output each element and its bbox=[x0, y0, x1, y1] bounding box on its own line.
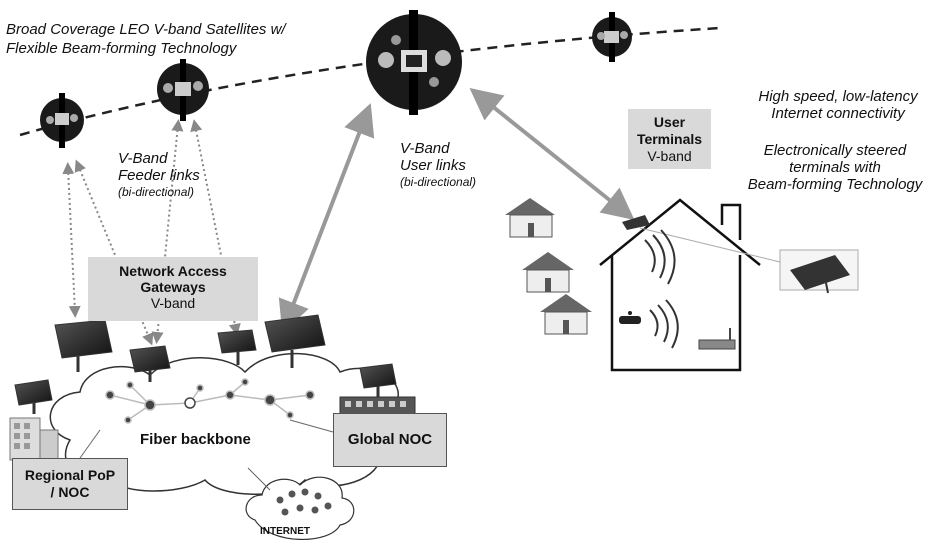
ground-station-icon-2 bbox=[129, 345, 171, 382]
regional-pop-box: Regional PoP / NOC bbox=[12, 458, 128, 510]
title-line-1: Broad Coverage LEO V-band Satellites w/ bbox=[6, 21, 286, 38]
satellite-icon-1 bbox=[40, 93, 84, 148]
connectivity-line-2: Internet connectivity bbox=[771, 105, 905, 122]
user-links-line-1: V-Band bbox=[400, 140, 450, 157]
nag-line-2: Gateways bbox=[140, 279, 206, 295]
global-noc-box: Global NOC bbox=[333, 413, 447, 467]
user-links-line-2: User links bbox=[400, 157, 466, 174]
feeder-line-3: (bi-directional) bbox=[118, 185, 195, 199]
roof-terminal-icon bbox=[622, 215, 781, 263]
network-mesh bbox=[105, 378, 315, 424]
gateways-box: Network Access Gateways V-band bbox=[88, 257, 258, 321]
user-terminals-box: User Terminals V-band bbox=[628, 109, 711, 169]
nag-line-3: V-band bbox=[150, 295, 196, 311]
diagram-title: Broad Coverage LEO V-band Satellites w/ … bbox=[6, 20, 286, 58]
steer-line-2: terminals with bbox=[789, 159, 881, 176]
internet-cloud bbox=[245, 476, 355, 541]
ut-line-1: User bbox=[653, 114, 686, 130]
terminal-zoom-box bbox=[779, 249, 859, 294]
user-links-label: V-Band User links (bi-directional) bbox=[400, 140, 476, 191]
user-links-line-3: (bi-directional) bbox=[400, 175, 477, 189]
satellite-icon-4 bbox=[592, 12, 632, 62]
ground-station-icon-1 bbox=[54, 319, 113, 372]
router-icon bbox=[619, 311, 641, 324]
fiber-backbone-label: Fiber backbone bbox=[140, 431, 251, 448]
rpop-line-1: Regional PoP bbox=[24, 467, 116, 483]
orbit-path bbox=[19, 26, 721, 137]
internet-label: INTERNET bbox=[260, 526, 310, 537]
rpop-line-2: / NOC bbox=[50, 484, 90, 500]
nag-line-1: Network Access bbox=[119, 263, 227, 279]
house-icon-2 bbox=[522, 252, 574, 293]
steer-line-3: Beam-forming Technology bbox=[747, 176, 923, 193]
ground-station-icon-3 bbox=[217, 329, 257, 365]
ut-line-2: Terminals bbox=[636, 131, 703, 147]
ground-station-icon-4 bbox=[264, 314, 326, 368]
ut-line-3: V-band bbox=[647, 148, 692, 164]
connectivity-line-1: High speed, low-latency bbox=[758, 88, 918, 105]
feeder-line-1: V-Band bbox=[118, 150, 168, 167]
steered-terminals-label: Electronically steered terminals with Be… bbox=[735, 142, 935, 193]
house-icon-1 bbox=[505, 198, 555, 238]
ground-station-icon-5 bbox=[14, 379, 53, 414]
feeder-links-label: V-Band Feeder links (bi-directional) bbox=[118, 150, 200, 201]
regional-building-icon bbox=[9, 417, 59, 461]
steer-line-1: Electronically steered bbox=[763, 142, 907, 159]
user-house-outline bbox=[599, 198, 761, 372]
ground-station-icon-6 bbox=[359, 363, 397, 398]
title-line-2: Flexible Beam-forming Technology bbox=[6, 40, 237, 57]
house-icon-3 bbox=[540, 294, 592, 335]
wifi-waves-icon bbox=[644, 229, 679, 349]
connectivity-label: High speed, low-latency Internet connect… bbox=[748, 88, 928, 122]
feeder-line-2: Feeder links bbox=[118, 167, 200, 184]
global-building-icon bbox=[339, 396, 416, 416]
modem-icon bbox=[698, 328, 736, 350]
satellite-icon-2 bbox=[157, 59, 209, 121]
satellite-icon-3 bbox=[366, 10, 462, 115]
